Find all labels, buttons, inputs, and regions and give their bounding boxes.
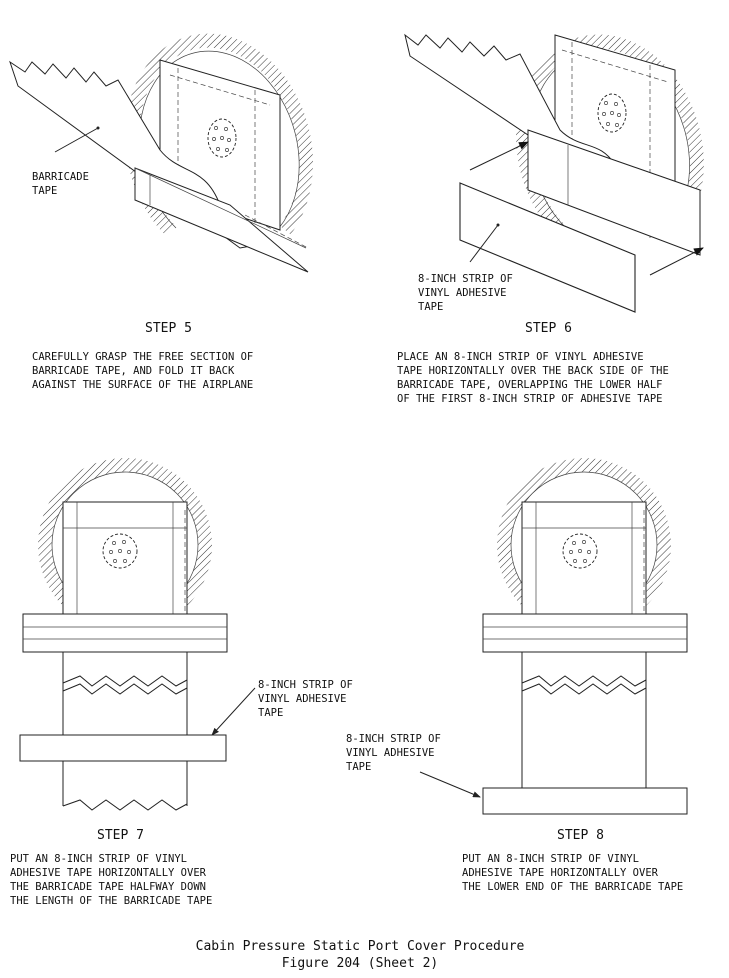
placement-arrow-upper <box>469 141 529 171</box>
step7-leader <box>211 687 256 736</box>
step8-text-line2: ADHESIVE TAPE HORIZONTALLY OVER <box>462 867 659 879</box>
step5-callout-line1: BARRICADE <box>32 171 89 183</box>
placement-arrow-lower <box>649 247 704 276</box>
step5-callout-line2: TAPE <box>32 185 57 197</box>
step7-heading: STEP 7 <box>97 828 144 843</box>
step5-text-line1: CAREFULLY GRASP THE FREE SECTION OF <box>32 351 253 363</box>
step7-text-line3: THE BARRICADE TAPE HALFWAY DOWN <box>10 881 206 893</box>
step6-callout-line3: TAPE <box>418 301 443 313</box>
step7-text-line4: THE LENGTH OF THE BARRICADE TAPE <box>10 895 212 907</box>
step8-text-line1: PUT AN 8-INCH STRIP OF VINYL <box>462 853 639 865</box>
static-port <box>597 93 627 133</box>
previous-adhesive-strip <box>482 613 688 653</box>
step7-callout-line3: TAPE <box>258 707 283 719</box>
previous-adhesive-strip <box>22 613 228 653</box>
step8-illustration <box>419 458 688 815</box>
step8-text-line3: THE LOWER END OF THE BARRICADE TAPE <box>462 881 683 893</box>
barricade-tape-end <box>134 167 309 273</box>
new-adhesive-strip <box>19 734 227 762</box>
step6-text-line2: TAPE HORIZONTALLY OVER THE BACK SIDE OF … <box>397 365 669 377</box>
step6-callout-line2: VINYL ADHESIVE <box>418 287 507 299</box>
step8-heading: STEP 8 <box>557 828 604 843</box>
step6-text-line1: PLACE AN 8-INCH STRIP OF VINYL ADHESIVE <box>397 351 644 363</box>
barricade-tape-upper <box>521 501 647 615</box>
step7-text-line1: PUT AN 8-INCH STRIP OF VINYL <box>10 853 187 865</box>
step6-text-line4: OF THE FIRST 8-INCH STRIP OF ADHESIVE TA… <box>397 393 663 405</box>
figure-subtitle: Figure 204 (Sheet 2) <box>282 956 439 971</box>
step5-heading: STEP 5 <box>145 321 192 336</box>
step7-callout-line1: 8-INCH STRIP OF <box>258 679 353 691</box>
step8-callout-line3: TAPE <box>346 761 371 773</box>
barricade-tape-upper <box>62 501 188 615</box>
step6-illustration <box>404 33 704 313</box>
step6-heading: STEP 6 <box>525 321 572 336</box>
step6-leader <box>469 224 499 263</box>
step5-text-line2: BARRICADE TAPE, AND FOLD IT BACK <box>32 365 235 377</box>
step7-illustration <box>19 458 256 811</box>
step7-text-line2: ADHESIVE TAPE HORIZONTALLY OVER <box>10 867 207 879</box>
step8-leader <box>419 771 481 798</box>
step8-callout-line1: 8-INCH STRIP OF <box>346 733 441 745</box>
figure-title: Cabin Pressure Static Port Cover Procedu… <box>196 939 525 954</box>
static-port <box>562 533 598 569</box>
step5-illustration <box>9 33 314 273</box>
barricade-leader <box>54 127 99 153</box>
step6-callout-line1: 8-INCH STRIP OF <box>418 273 513 285</box>
step6-text-line3: BARRICADE TAPE, OVERLAPPING THE LOWER HA… <box>397 379 663 391</box>
step8-callout-line2: VINYL ADHESIVE <box>346 747 435 759</box>
new-adhesive-strip <box>482 787 688 815</box>
second-adhesive-strip <box>459 182 636 313</box>
static-port <box>207 118 237 158</box>
step7-callout-line2: VINYL ADHESIVE <box>258 693 347 705</box>
static-port <box>102 533 138 569</box>
step5-text-line3: AGAINST THE SURFACE OF THE AIRPLANE <box>32 379 253 391</box>
